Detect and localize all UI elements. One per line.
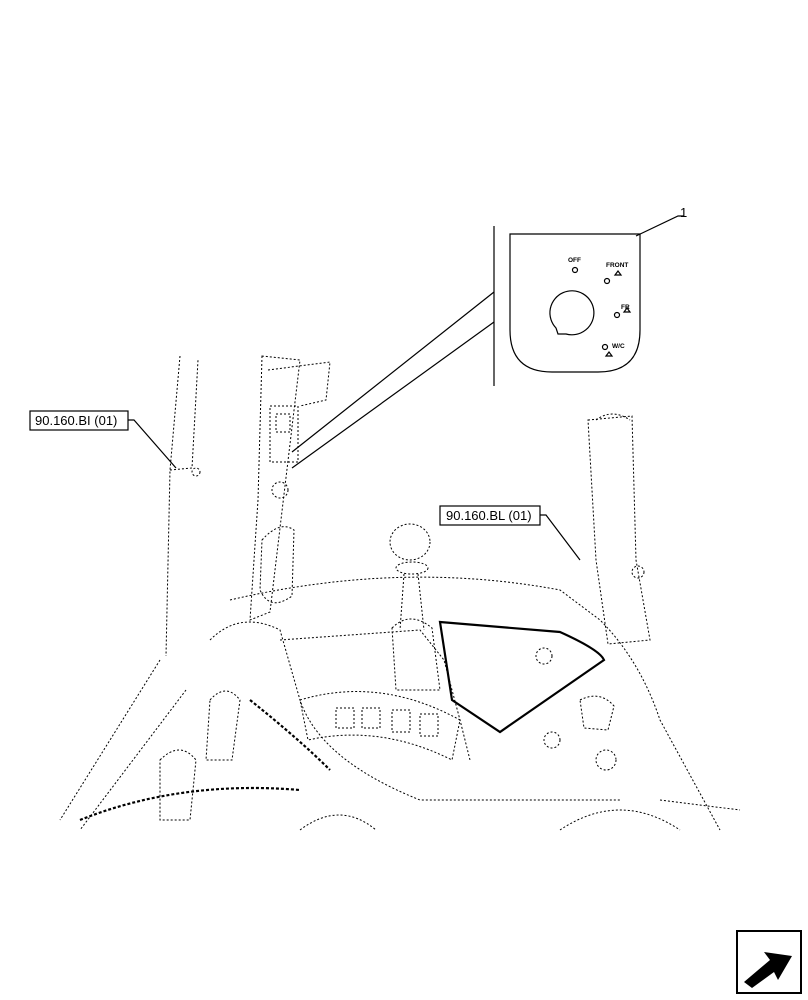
ref-callout-1[interactable]: 90.160.BI (01)	[29, 410, 177, 469]
switch-panel-detail: OFF FRONT FR W/C 1	[493, 205, 687, 386]
bank-switch-2	[361, 707, 381, 729]
detail-guide-line-top	[291, 291, 495, 453]
plate-dial	[535, 647, 553, 665]
wc-label: W/C	[612, 343, 625, 350]
forward-arrow-icon[interactable]	[736, 930, 802, 994]
left-lever-lower	[159, 749, 197, 821]
switch-rocker	[275, 413, 291, 433]
ref-label-2: 90.160.BL (01)	[446, 508, 532, 523]
front-label: FRONT	[606, 262, 628, 269]
detail-guide-line-bottom	[291, 321, 495, 469]
lamp-symbols	[604, 270, 632, 357]
console-recess	[279, 629, 471, 761]
lever-shaft	[399, 573, 425, 631]
left-lever-upper	[205, 690, 241, 761]
front-indicator	[603, 277, 611, 285]
fr-label: FR	[621, 304, 630, 311]
post-grab-handle	[259, 526, 295, 604]
dash-top-edge	[229, 576, 721, 831]
right-connector	[579, 695, 615, 731]
dash-lower-edge	[209, 621, 620, 801]
knob-collar	[395, 561, 429, 575]
pillar-hole	[191, 467, 201, 477]
lower-duct	[299, 814, 377, 831]
ref-leader-1	[128, 419, 177, 469]
a-post	[249, 355, 301, 621]
right-socket	[595, 749, 617, 771]
right-pillar-knob	[631, 565, 645, 579]
fr-indicator	[613, 311, 621, 319]
dash-knob	[543, 731, 561, 749]
off-indicator	[571, 266, 579, 274]
callout-number: 1	[680, 205, 687, 220]
post-knob	[271, 481, 289, 499]
switch-panel-plate	[509, 233, 641, 373]
switch-bank	[299, 691, 461, 761]
wc-indicator	[601, 343, 609, 351]
ref-callout-2[interactable]: 90.160.BL (01)	[439, 505, 581, 561]
gear-knob	[389, 523, 431, 561]
floor-right	[559, 799, 741, 831]
cab-structure	[59, 355, 741, 831]
bank-switch-4	[419, 713, 439, 737]
left-pillar	[165, 355, 199, 657]
right-pillar	[587, 415, 651, 645]
ref-label-1: 90.160.BI (01)	[35, 413, 117, 428]
wire-harness-b	[79, 786, 301, 822]
bank-switch-1	[335, 707, 355, 729]
side-control-plate	[438, 620, 606, 734]
off-label: OFF	[568, 257, 581, 264]
ref-leader-2	[540, 514, 581, 561]
key-hole	[549, 290, 595, 336]
lever-boot	[391, 618, 441, 691]
bank-switch-3	[391, 709, 411, 733]
ref-box-2	[439, 505, 541, 526]
callout-leader	[635, 215, 684, 237]
right-pillar-top	[595, 413, 631, 421]
left-sill	[59, 659, 187, 831]
switch-housing	[269, 405, 299, 463]
wire-harness-a	[249, 699, 331, 771]
nav-arrow-shape	[744, 952, 792, 988]
post-top-cap	[267, 361, 331, 407]
ref-box-1	[29, 410, 129, 431]
